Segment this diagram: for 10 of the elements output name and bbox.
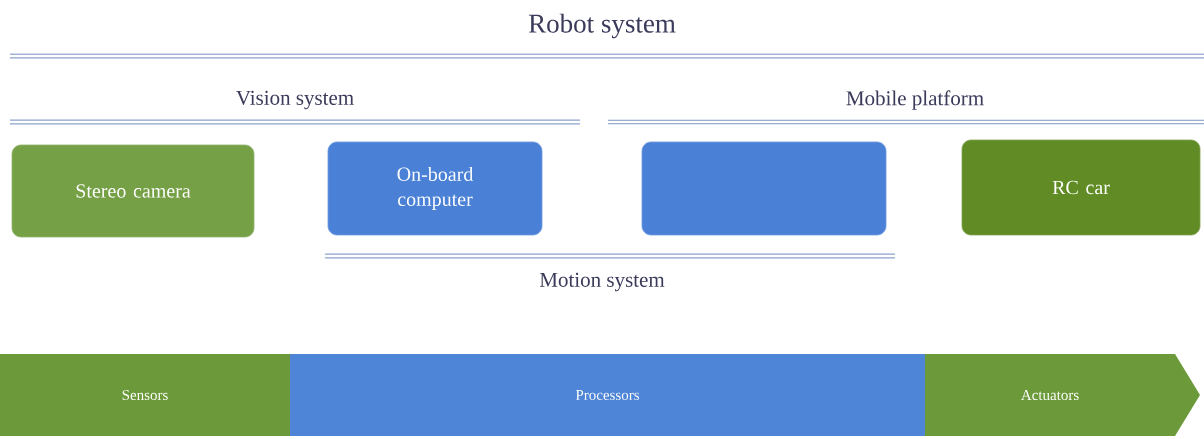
stage-band: Sensors: [0, 354, 290, 436]
system-box: RC car: [961, 139, 1201, 236]
system-box: [641, 141, 887, 236]
stage-band: Processors: [290, 354, 925, 436]
section-heading: Vision system: [236, 90, 354, 110]
system-box: On-board computer: [327, 141, 543, 236]
title: Robot system: [528, 13, 676, 39]
system-box: Stereo camera: [11, 144, 255, 238]
section-heading: Mobile platform: [846, 90, 984, 110]
section-heading: Motion system: [539, 272, 665, 292]
